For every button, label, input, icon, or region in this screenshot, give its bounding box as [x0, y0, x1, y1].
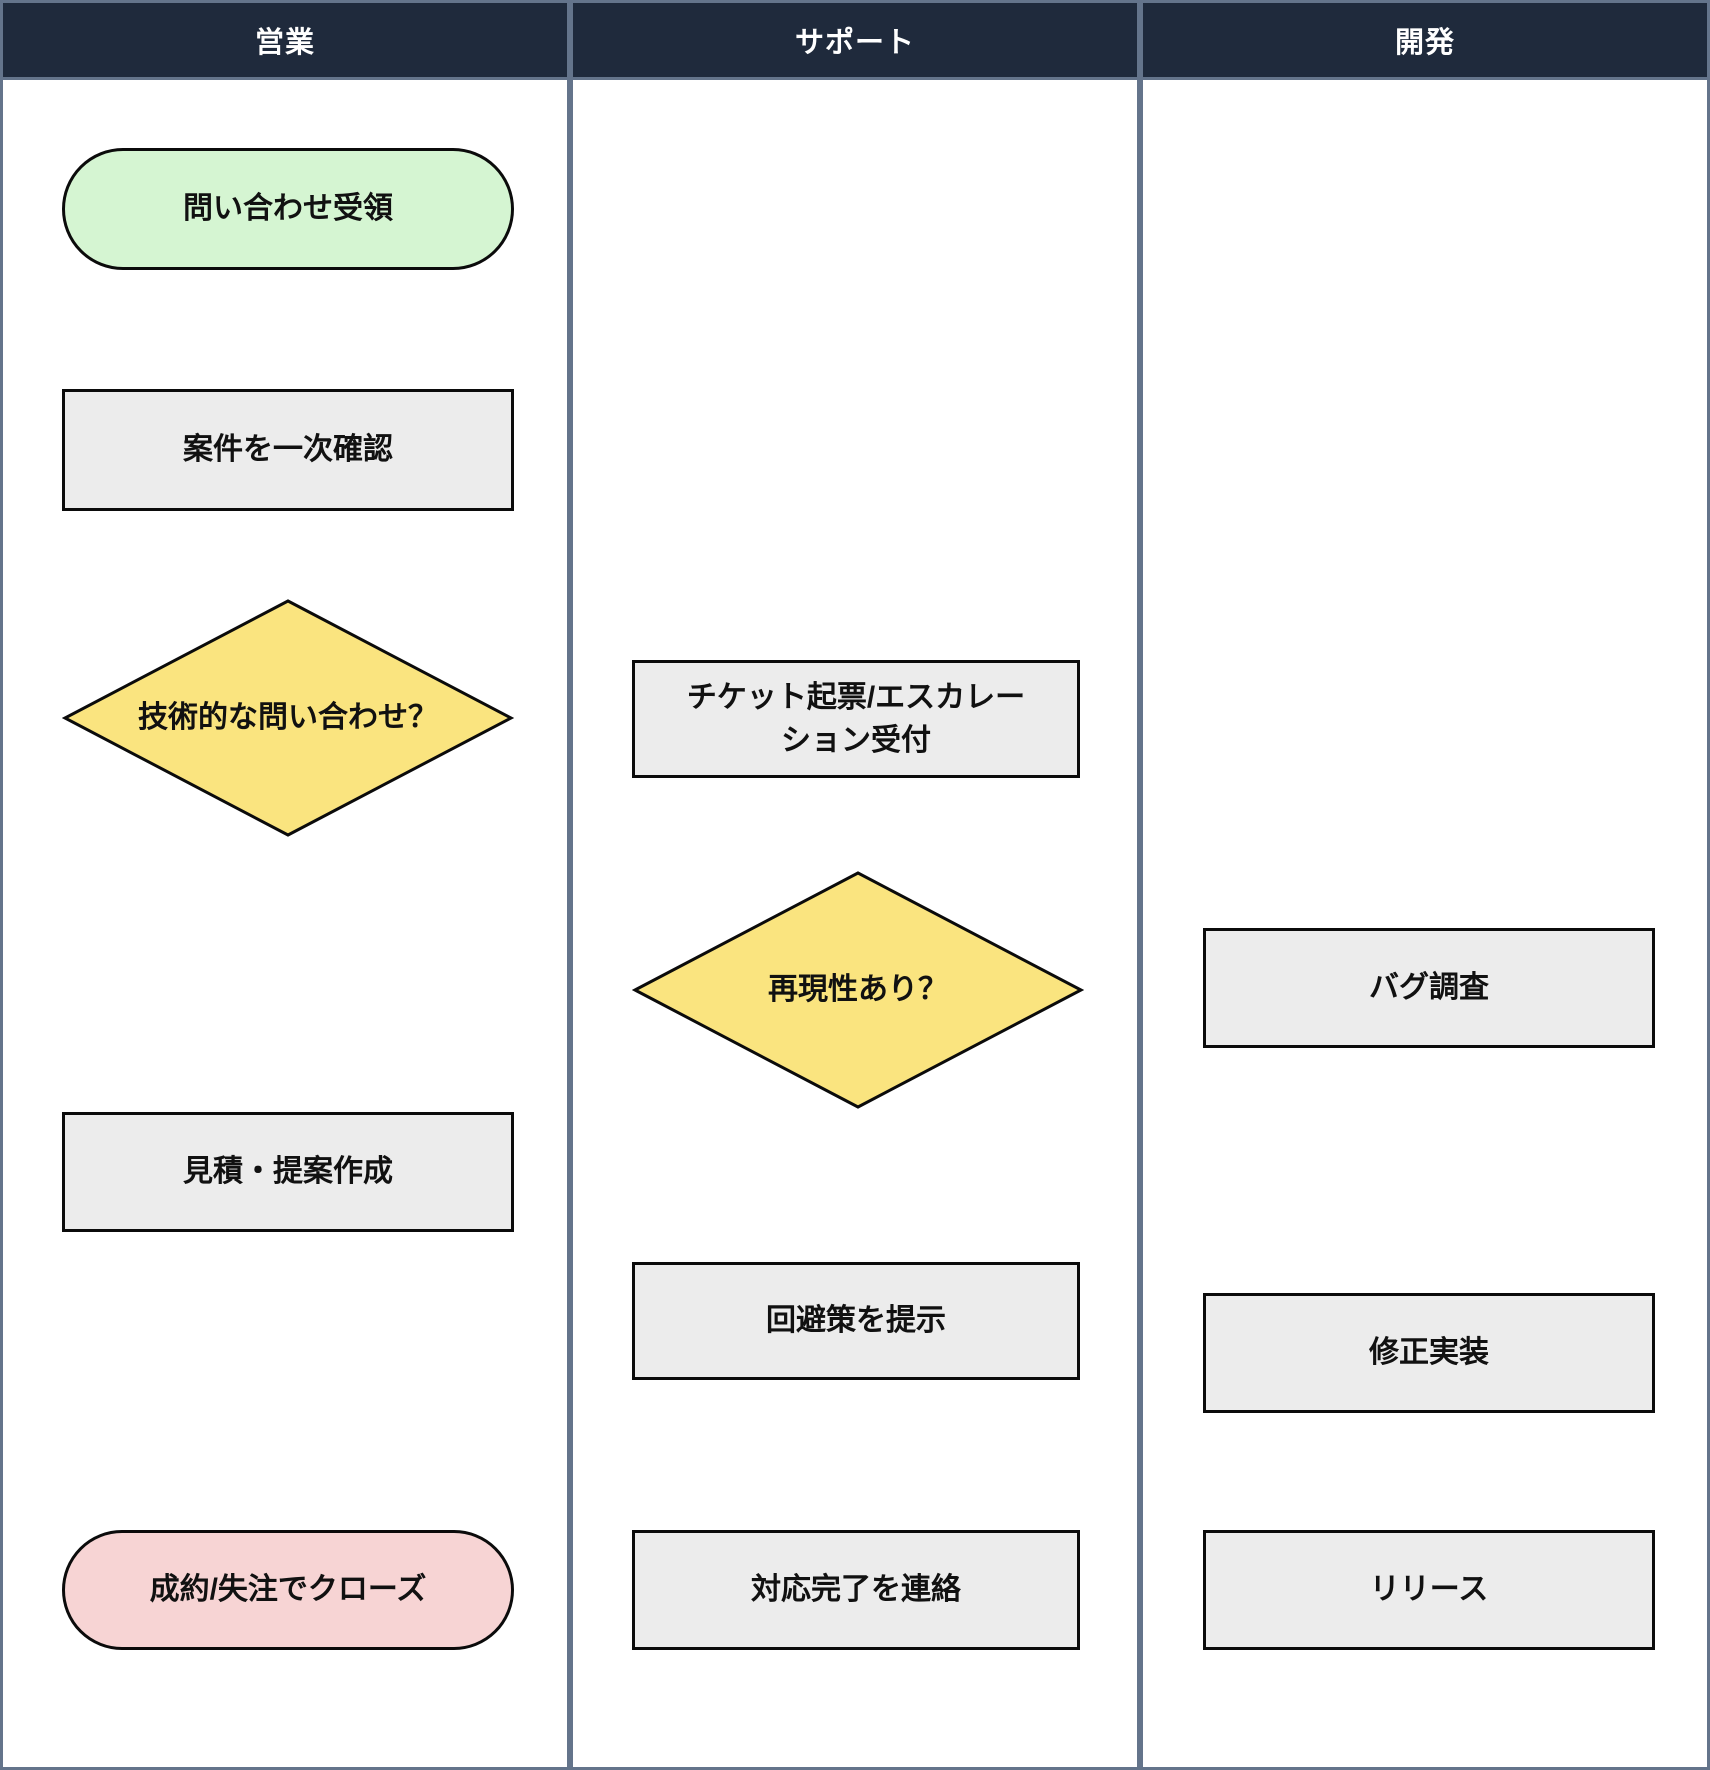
process-node-release: リリース [1203, 1530, 1655, 1650]
lane-title-sales: 営業 [254, 27, 315, 59]
decision-node-reproducible: 再現性あり？ [632, 870, 1084, 1110]
process-node-implement-fix: 修正実装 [1203, 1293, 1655, 1413]
start-node-inquiry-received: 問い合わせ受領 [62, 148, 514, 270]
lane-dev: 開発 [1140, 0, 1710, 1770]
node-label: 回避策を提示 [766, 1304, 946, 1338]
node-label: 見積・提案作成 [183, 1155, 393, 1189]
process-node-notify-completion: 対応完了を連絡 [632, 1530, 1080, 1650]
node-label: 修正実装 [1369, 1336, 1489, 1370]
node-label: 成約/失注でクローズ [149, 1573, 427, 1607]
process-node-bug-investigation: バグ調査 [1203, 928, 1655, 1048]
node-label: リリース [1369, 1573, 1489, 1607]
node-label: 再現性あり？ [768, 973, 948, 1007]
node-label: バグ調査 [1369, 971, 1489, 1005]
lane-header-support: サポート [573, 3, 1137, 80]
process-node-ticket-escalation-intake: チケット起票/エスカレー ション受付 [632, 660, 1080, 778]
process-node-provide-workaround: 回避策を提示 [632, 1262, 1080, 1380]
lane-header-dev: 開発 [1143, 3, 1707, 80]
lane-header-sales: 営業 [3, 3, 567, 80]
lane-sales: 営業 [0, 0, 570, 1770]
decision-node-technical-inquiry: 技術的な問い合わせ？ [62, 598, 514, 838]
node-label: 問い合わせ受領 [183, 192, 393, 226]
diamond-shape-icon [632, 871, 1084, 1109]
node-label: 案件を一次確認 [183, 433, 393, 467]
lane-title-dev: 開発 [1394, 27, 1455, 59]
diamond-shape-icon [62, 599, 514, 837]
end-node-close-won-lost: 成約/失注でクローズ [62, 1530, 514, 1650]
node-label: 技術的な問い合わせ？ [138, 701, 438, 735]
lane-title-support: サポート [794, 27, 915, 59]
process-node-create-quote-proposal: 見積・提案作成 [62, 1112, 514, 1232]
node-label: チケット起票/エスカレー ション受付 [686, 680, 1026, 758]
process-node-initial-case-check: 案件を一次確認 [62, 389, 514, 511]
node-label: 対応完了を連絡 [751, 1573, 961, 1607]
